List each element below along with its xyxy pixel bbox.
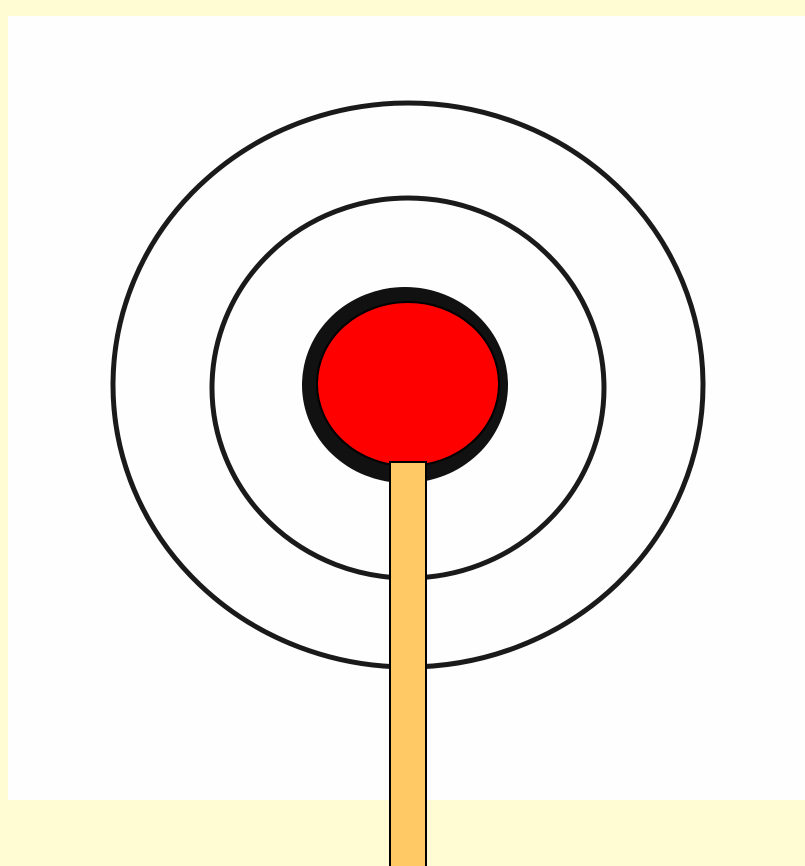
red-ball (317, 302, 499, 466)
wooden-stick (390, 462, 426, 866)
